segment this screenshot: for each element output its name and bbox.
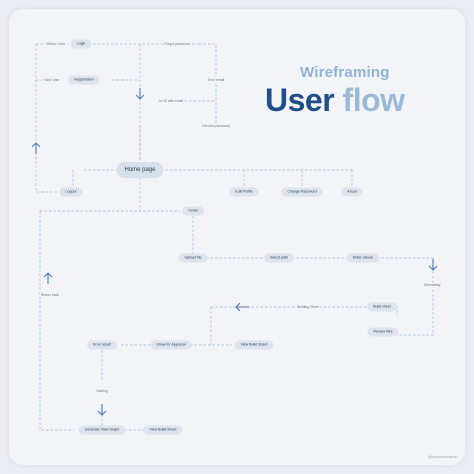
edge-label-building-sheet: Building Sheet [296,305,320,309]
down-arrow-icon [97,404,107,416]
edge-label-no-id-with-email: no ID with email [157,99,185,103]
edge-label-forgot-password: Forgot password [163,42,191,46]
edge-label-generating: Generating [422,283,442,287]
node-enter-values[interactable]: Enter values [347,253,379,263]
edge-label-return-user: Return User [45,42,67,46]
title-word-2: flow [342,82,405,118]
node-generate-view-graph[interactable]: Generate View Graph [78,425,126,435]
node-view-build-sheet-2[interactable]: View Build Sheet [143,425,183,435]
up-arrow-icon [43,272,53,284]
edge-label-error-email: Error email [206,78,226,82]
node-home-page[interactable]: Home page [116,162,164,178]
credit-text: @uxuiwireframe [428,454,457,459]
edge-label-new-user: New User [43,78,61,82]
node-view-build-sheet[interactable]: View Build Sheet [234,340,274,350]
node-review-files[interactable]: Review files [367,327,399,337]
node-registration[interactable]: Registration [68,75,100,85]
title-word-1: User [265,82,335,118]
node-error-result[interactable]: Error result [87,340,117,350]
node-login[interactable]: Login [70,39,92,49]
node-edit-profile[interactable]: Edit Profile [229,187,259,197]
edge-label-get-new-password: Get new password [200,124,232,128]
down-arrow-icon [428,259,438,271]
left-arrow-icon [235,302,249,312]
up-arrow-icon [31,142,41,154]
edge-label-return-back: Return back [39,293,61,297]
node-select-path[interactable]: Select path [264,253,294,263]
node-about[interactable]: About [341,187,363,197]
down-arrow-icon [135,88,145,100]
node-build-sheet[interactable]: Build sheet [367,302,397,312]
node-show-for-approval[interactable]: Show for Approval [150,340,192,350]
diagram-card [9,9,465,465]
subtitle: Wireframing [300,64,390,81]
page-title: User flow [265,82,405,119]
node-change-password[interactable]: Change Password [281,187,323,197]
edge-label-waiting: Waiting [95,389,109,393]
node-logout[interactable]: Logout [59,187,83,197]
node-home[interactable]: Home [182,206,204,216]
node-upload-file[interactable]: Upload file [178,253,208,263]
